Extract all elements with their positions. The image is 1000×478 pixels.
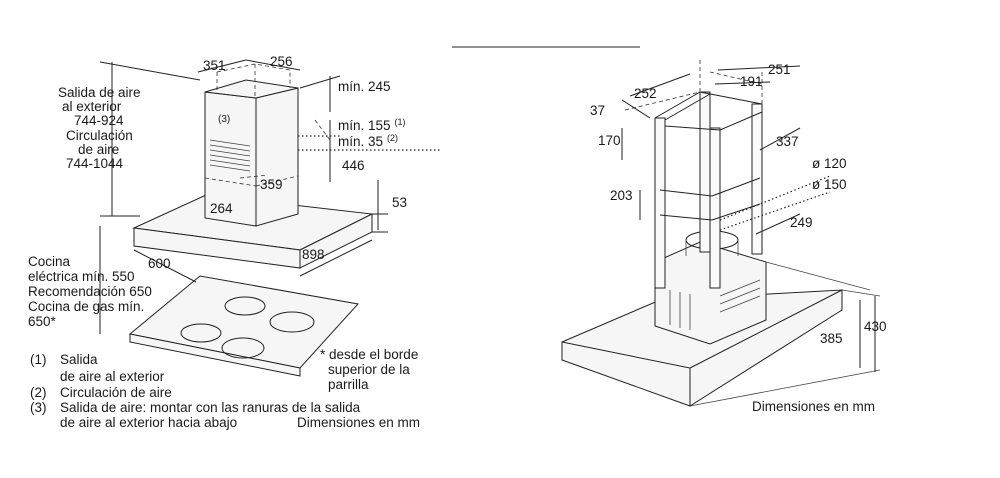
- svg-text:(3): (3): [30, 400, 47, 415]
- dim-min-155: mín. 155(1): [338, 117, 406, 133]
- dim-600: 600: [148, 256, 171, 271]
- cooktop-label: Cocina eléctrica mín. 550 Recomendación …: [28, 254, 152, 329]
- svg-text:de aire al exterior hacia abaj: de aire al exterior hacia abajo: [60, 415, 237, 430]
- chimney-side: [255, 87, 299, 227]
- dim-min-245: mín. 245: [338, 79, 391, 94]
- svg-text:650*: 650*: [28, 314, 57, 329]
- burner: [269, 311, 315, 333]
- dim-256: 256: [270, 54, 293, 69]
- legend: (1) Salida de aire al exterior (2) Circu…: [30, 352, 361, 430]
- dim-37: 37: [590, 103, 605, 118]
- chimney-top: [204, 79, 299, 99]
- dim-dia-120: ø 120: [812, 156, 847, 171]
- dim-min-35: mín. 35(2): [338, 133, 398, 149]
- svg-text:Circulación de aire: Circulación de aire: [60, 385, 172, 400]
- svg-text:Recomendación 650: Recomendación 650: [28, 284, 152, 299]
- right-hood-drawing: 252 251 191 37 170 337 ø 120 ø 150 203 2…: [561, 60, 887, 414]
- height-label: Salida de aire al exterior 744-924 Circu…: [58, 85, 141, 171]
- svg-text:Cocina de gas mín.: Cocina de gas mín.: [28, 299, 144, 314]
- burner: [221, 337, 265, 359]
- dim-446: 446: [342, 158, 365, 173]
- dim-53: 53: [392, 195, 407, 210]
- svg-text:Salida de aire: Salida de aire: [58, 85, 141, 100]
- units-label-right: Dimensiones en mm: [752, 399, 875, 414]
- dim-351: 351: [203, 58, 226, 73]
- svg-text:al exterior: al exterior: [62, 99, 122, 114]
- svg-text:Salida: Salida: [60, 352, 98, 367]
- dim-252: 252: [634, 86, 657, 101]
- svg-text:Circulación: Circulación: [66, 128, 133, 143]
- svg-text:744-924: 744-924: [74, 113, 124, 128]
- vent-slots: [209, 139, 251, 172]
- svg-text:744-1044: 744-1044: [66, 156, 124, 171]
- dim-898: 898: [302, 247, 325, 262]
- dim-359: 359: [260, 177, 283, 192]
- units-label-left: Dimensiones en mm: [297, 415, 420, 430]
- svg-text:Salida de aire: montar con las: Salida de aire: montar con las ranuras d…: [60, 400, 361, 415]
- tag-3: (3): [218, 114, 230, 125]
- cooktop-front: [129, 333, 301, 377]
- svg-text:de aire: de aire: [78, 142, 119, 157]
- burner: [180, 323, 222, 343]
- dim-264: 264: [210, 201, 233, 216]
- dim-385: 385: [820, 331, 843, 346]
- dim-251: 251: [768, 62, 791, 77]
- dim-203: 203: [610, 188, 633, 203]
- svg-text:(1): (1): [30, 352, 47, 367]
- dim-170: 170: [598, 133, 621, 148]
- burner: [224, 296, 266, 316]
- svg-text:eléctrica mín. 550: eléctrica mín. 550: [28, 269, 135, 284]
- svg-text:(2): (2): [30, 385, 47, 400]
- svg-text:superior de la: superior de la: [328, 362, 410, 377]
- footnote-star: * desde el borde superior de la parrilla: [320, 347, 418, 392]
- svg-text:de aire al exterior: de aire al exterior: [60, 369, 165, 384]
- dim-dia-150: ø 150: [812, 177, 847, 192]
- dim-337: 337: [776, 134, 799, 149]
- left-hood-drawing: 351 256 mín. 245 mín. 155(1) mín. 35(2) …: [28, 54, 440, 430]
- dim-430: 430: [864, 319, 887, 334]
- svg-text:* desde el borde: * desde el borde: [320, 347, 418, 362]
- dim-249: 249: [790, 215, 813, 230]
- canopy-side: [689, 289, 843, 407]
- svg-text:Cocina: Cocina: [28, 254, 71, 269]
- dim-191: 191: [740, 74, 763, 89]
- svg-text:parrilla: parrilla: [328, 377, 369, 392]
- support-frame: [654, 91, 763, 289]
